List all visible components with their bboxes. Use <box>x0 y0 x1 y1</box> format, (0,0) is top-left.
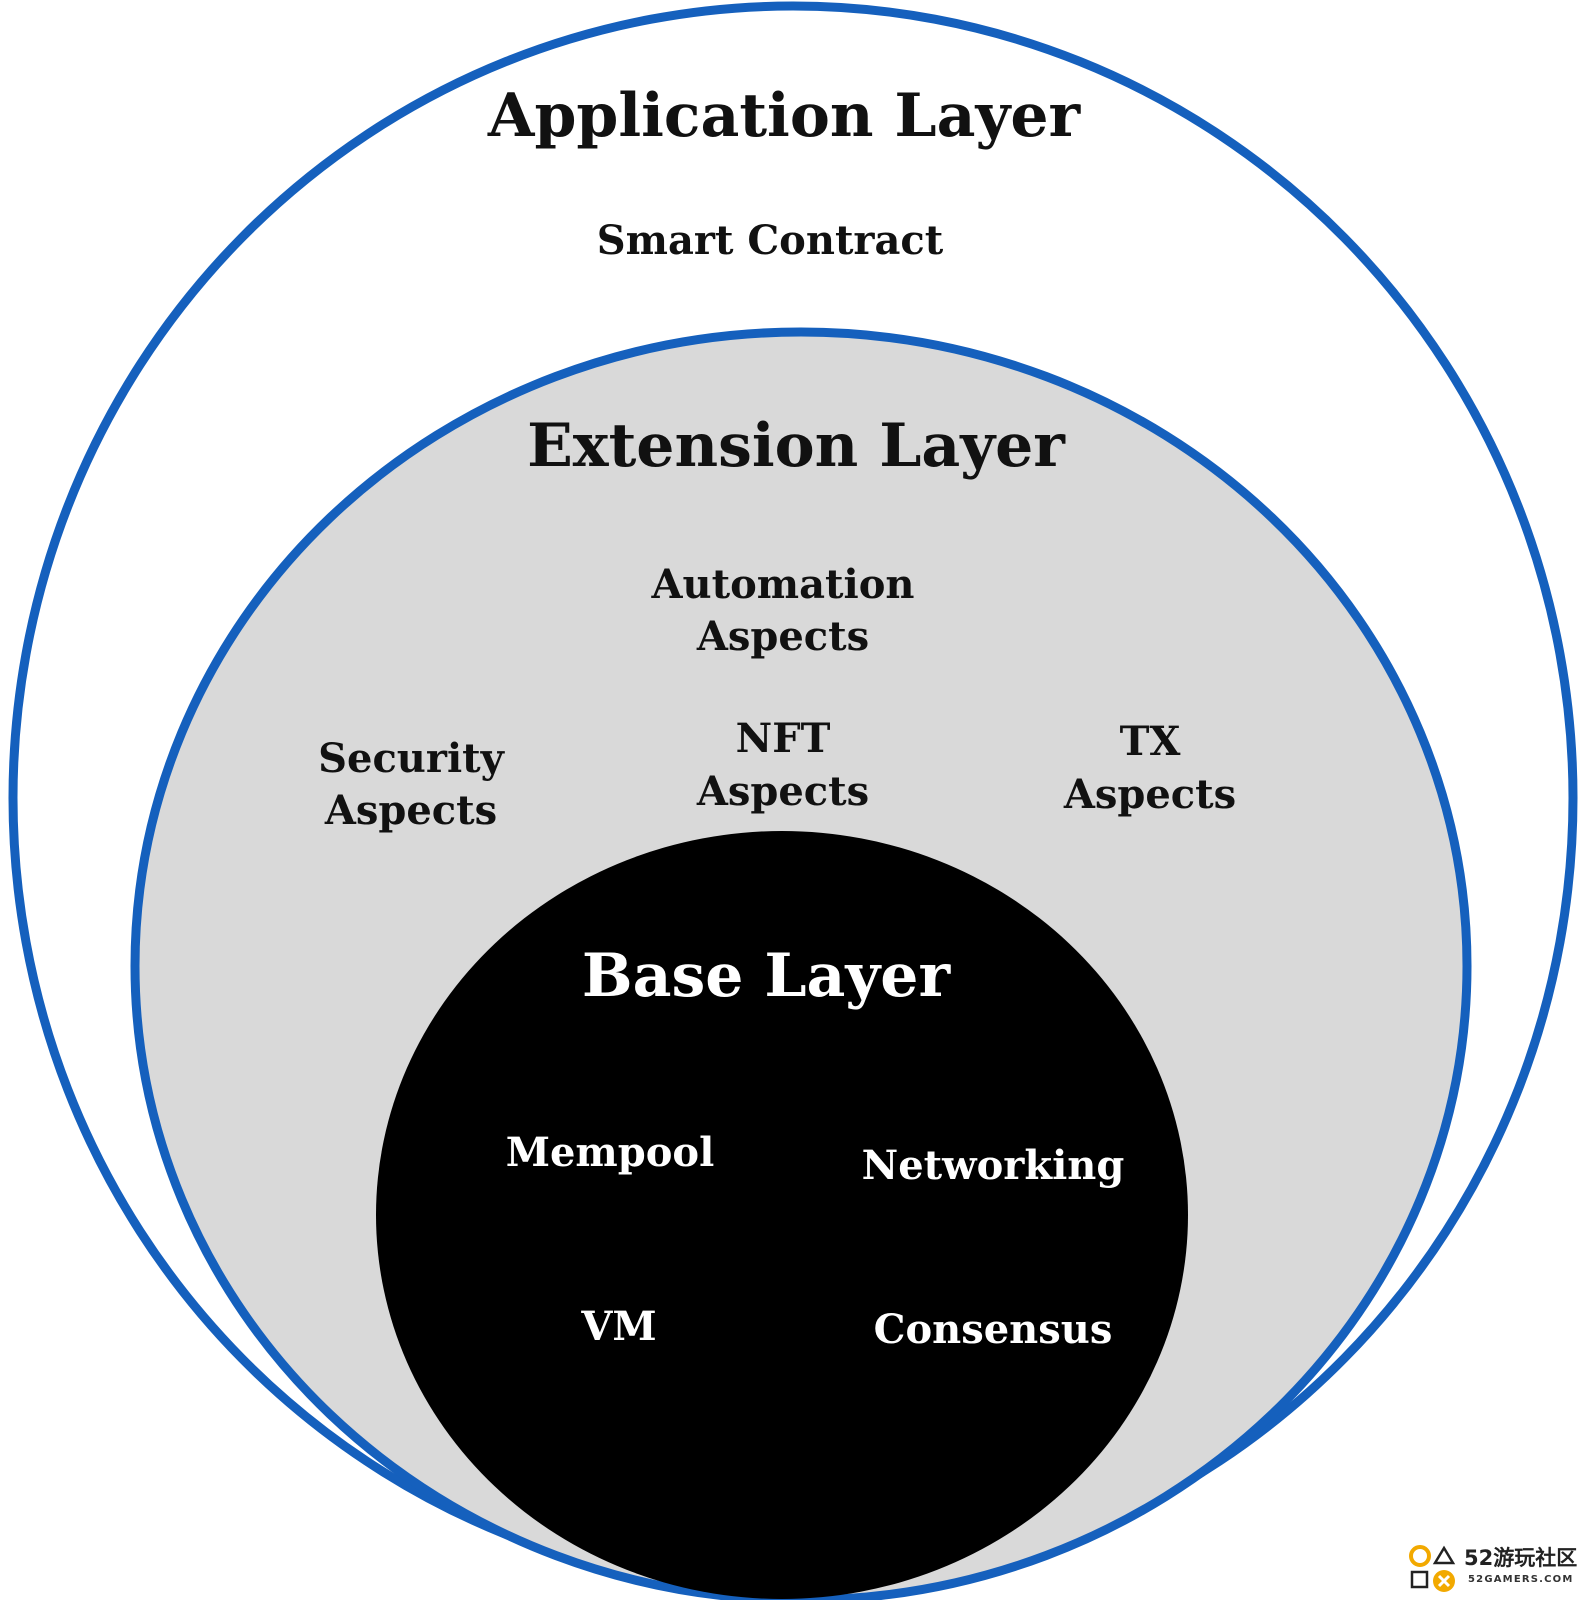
networking-label: Networking <box>862 1142 1125 1189</box>
base-layer-circle <box>376 831 1188 1599</box>
automation-aspects-line1: Automation <box>651 561 915 608</box>
security-aspects-line1: Security <box>318 735 506 782</box>
security-aspects-line2: Aspects <box>324 787 497 834</box>
gamepad-symbols-icon <box>1409 1545 1456 1592</box>
automation-aspects-line2: Aspects <box>696 613 869 660</box>
vm-label: VM <box>580 1303 656 1350</box>
tx-aspects-line1: TX <box>1120 718 1181 765</box>
base-layer-title: Base Layer <box>582 941 952 1011</box>
nft-aspects-line2: Aspects <box>696 768 869 815</box>
watermark-logo: 52游玩社区 52GAMERS.COM <box>1408 1540 1583 1595</box>
watermark-subtitle: 52GAMERS.COM <box>1468 1574 1574 1585</box>
watermark-title: 52游玩社区 <box>1464 1546 1578 1570</box>
nft-aspects-line1: NFT <box>736 715 831 762</box>
mempool-label: Mempool <box>506 1129 715 1176</box>
consensus-label: Consensus <box>874 1306 1113 1353</box>
smart-contract-label: Smart Contract <box>597 217 944 264</box>
application-layer-title: Application Layer <box>487 81 1082 151</box>
extension-layer-title: Extension Layer <box>527 411 1066 481</box>
tx-aspects-line2: Aspects <box>1063 771 1236 818</box>
